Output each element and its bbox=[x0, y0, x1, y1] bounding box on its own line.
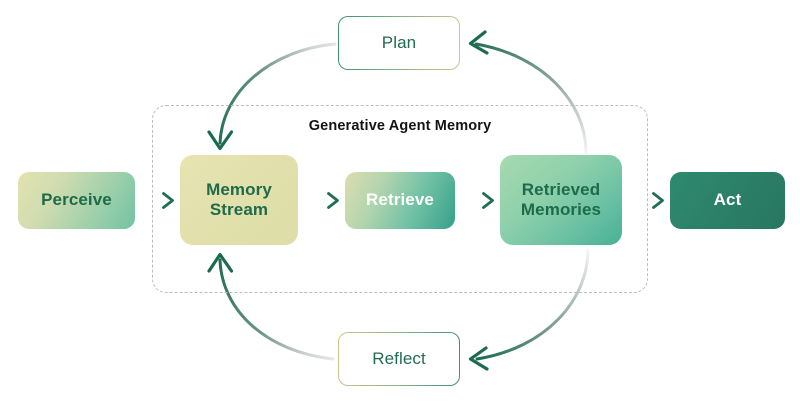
generative-agent-memory-label: Generative Agent Memory bbox=[308, 118, 492, 134]
node-reflect-label: Reflect bbox=[372, 348, 426, 368]
node-retrieved-memories[interactable]: Retrieved Memories bbox=[500, 155, 622, 245]
node-act[interactable]: Act bbox=[670, 172, 785, 229]
node-act-label: Act bbox=[713, 190, 742, 210]
node-retrieve-label: Retrieve bbox=[366, 190, 434, 210]
node-memory-stream-label-line2: Stream bbox=[209, 200, 269, 219]
node-reflect[interactable]: Reflect bbox=[338, 332, 460, 386]
node-perceive[interactable]: Perceive bbox=[18, 172, 135, 229]
node-perceive-label: Perceive bbox=[41, 190, 112, 210]
generative-agent-memory-group bbox=[152, 105, 648, 293]
node-plan[interactable]: Plan bbox=[338, 16, 460, 70]
node-retrieved-memories-label-line1: Retrieved bbox=[521, 179, 601, 199]
node-retrieved-memories-label-line2: Memories bbox=[520, 200, 602, 219]
node-retrieve[interactable]: Retrieve bbox=[345, 172, 455, 229]
node-plan-label: Plan bbox=[381, 32, 417, 52]
node-memory-stream-label-line1: Memory bbox=[206, 179, 272, 199]
node-memory-stream[interactable]: Memory Stream bbox=[180, 155, 298, 245]
